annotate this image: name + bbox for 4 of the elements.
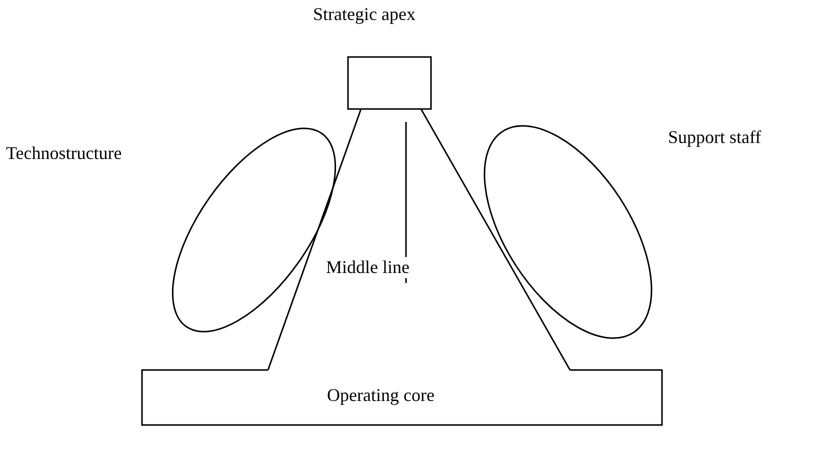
operating-core-box [140, 369, 665, 427]
part-label: Middle line [326, 257, 410, 278]
part-label: Support staff [668, 127, 762, 148]
middle-line-shape [265, 109, 573, 371]
